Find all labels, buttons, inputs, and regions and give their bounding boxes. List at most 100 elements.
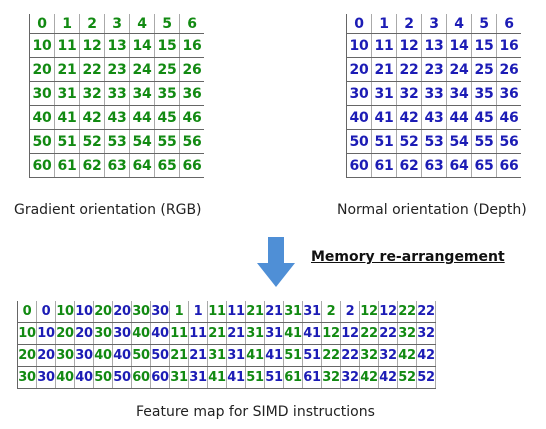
- grid-cell: 60: [131, 366, 151, 389]
- grid-cell: 16: [496, 33, 521, 58]
- grid-cell: 11: [226, 301, 246, 323]
- grid-cell: 41: [207, 366, 227, 389]
- grid-cell: 1: [54, 14, 80, 34]
- grid-cell: 20: [29, 57, 55, 82]
- grid-cell: 12: [340, 322, 360, 345]
- grid-cell: 30: [74, 344, 94, 367]
- grid-cell: 50: [112, 366, 132, 389]
- grid-cell: 51: [283, 344, 303, 367]
- grid-cell: 21: [207, 322, 227, 345]
- grid-cell: 41: [371, 105, 397, 130]
- grid-cell: 50: [150, 344, 170, 367]
- grid-cell: 31: [264, 322, 284, 345]
- grid-cell: 10: [346, 33, 372, 58]
- grid-cell: 55: [471, 129, 497, 154]
- grid-cell: 33: [104, 81, 130, 106]
- grid-cell: 30: [346, 81, 372, 106]
- grid-cell: 41: [264, 344, 284, 367]
- grid-cell: 30: [17, 366, 37, 389]
- grid-cell: 1: [169, 301, 189, 323]
- grid-cell: 24: [129, 57, 155, 82]
- grid-cell: 12: [359, 301, 379, 323]
- grid-cell: 41: [226, 366, 246, 389]
- grid-cell: 20: [346, 57, 372, 82]
- grid-cell: 42: [378, 366, 398, 389]
- gradient-grid-caption: Gradient orientation (RGB): [14, 202, 202, 218]
- feature-map-caption: Feature map for SIMD instructions: [136, 404, 375, 420]
- grid-cell: 2: [79, 14, 105, 34]
- grid-cell: 12: [378, 301, 398, 323]
- grid-cell: 31: [188, 366, 208, 389]
- grid-cell: 42: [416, 344, 436, 367]
- grid-cell: 53: [421, 129, 447, 154]
- grid-cell: 64: [129, 153, 155, 178]
- normal-grid-caption: Normal orientation (Depth): [337, 202, 527, 218]
- grid-cell: 30: [93, 322, 113, 345]
- grid-cell: 25: [154, 57, 180, 82]
- grid-cell: 62: [396, 153, 422, 178]
- grid-cell: 42: [79, 105, 105, 130]
- grid-cell: 6: [496, 14, 521, 34]
- grid-cell: 46: [179, 105, 204, 130]
- grid-cell: 10: [29, 33, 55, 58]
- grid-cell: 31: [54, 81, 80, 106]
- grid-cell: 31: [371, 81, 397, 106]
- grid-cell: 60: [150, 366, 170, 389]
- grid-cell: 12: [321, 322, 341, 345]
- grid-cell: 32: [397, 322, 417, 345]
- grid-cell: 21: [264, 301, 284, 323]
- grid-cell: 31: [226, 344, 246, 367]
- grid-cell: 32: [321, 366, 341, 389]
- grid-cell: 1: [188, 301, 208, 323]
- grid-cell: 24: [446, 57, 472, 82]
- grid-cell: 12: [396, 33, 422, 58]
- grid-cell: 23: [104, 57, 130, 82]
- grid-cell: 41: [302, 322, 322, 345]
- grid-cell: 30: [150, 301, 170, 323]
- grid-cell: 51: [54, 129, 80, 154]
- grid-cell: 34: [129, 81, 155, 106]
- grid-cell: 30: [55, 344, 75, 367]
- grid-cell: 32: [378, 344, 398, 367]
- grid-cell: 40: [346, 105, 372, 130]
- grid-cell: 4: [446, 14, 472, 34]
- grid-cell: 2: [321, 301, 341, 323]
- grid-cell: 52: [79, 129, 105, 154]
- grid-cell: 22: [396, 57, 422, 82]
- grid-cell: 20: [74, 322, 94, 345]
- grid-cell: 22: [321, 344, 341, 367]
- grid-cell: 41: [245, 344, 265, 367]
- grid-cell: 50: [131, 344, 151, 367]
- grid-cell: 22: [79, 57, 105, 82]
- grid-cell: 22: [397, 301, 417, 323]
- grid-cell: 63: [104, 153, 130, 178]
- grid-cell: 65: [154, 153, 180, 178]
- grid-cell: 45: [471, 105, 497, 130]
- grid-cell: 10: [55, 301, 75, 323]
- grid-cell: 31: [169, 366, 189, 389]
- grid-cell: 51: [264, 366, 284, 389]
- grid-cell: 20: [55, 322, 75, 345]
- grid-cell: 52: [396, 129, 422, 154]
- grid-cell: 61: [371, 153, 397, 178]
- grid-cell: 40: [112, 344, 132, 367]
- grid-cell: 11: [169, 322, 189, 345]
- grid-cell: 46: [496, 105, 521, 130]
- grid-cell: 43: [421, 105, 447, 130]
- grid-cell: 2: [340, 301, 360, 323]
- grid-cell: 4: [129, 14, 155, 34]
